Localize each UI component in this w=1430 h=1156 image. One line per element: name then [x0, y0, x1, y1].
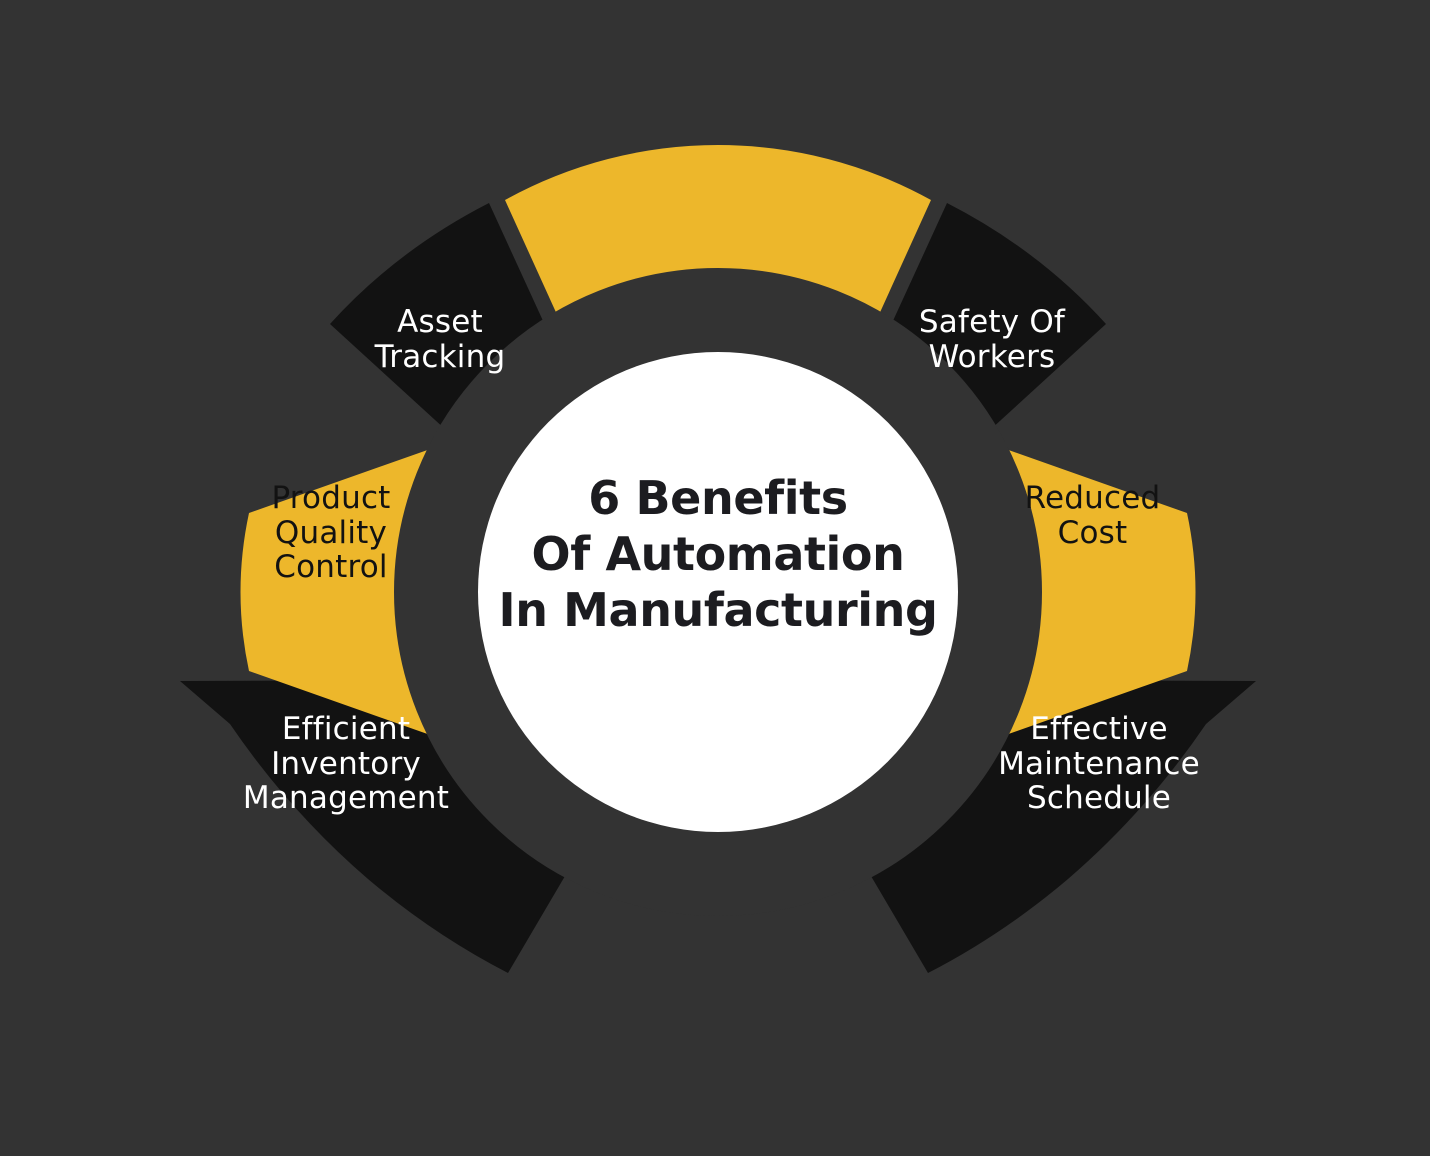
segment-shape-reduced-cost[interactable]: [1000, 447, 1196, 737]
center-disc: [478, 352, 958, 832]
inner-gap-ring: [394, 268, 1042, 916]
segment-shape-product-quality-control[interactable]: [240, 447, 437, 737]
center-title: 6 Benefits Of Automation In Manufacturin…: [498, 471, 938, 638]
